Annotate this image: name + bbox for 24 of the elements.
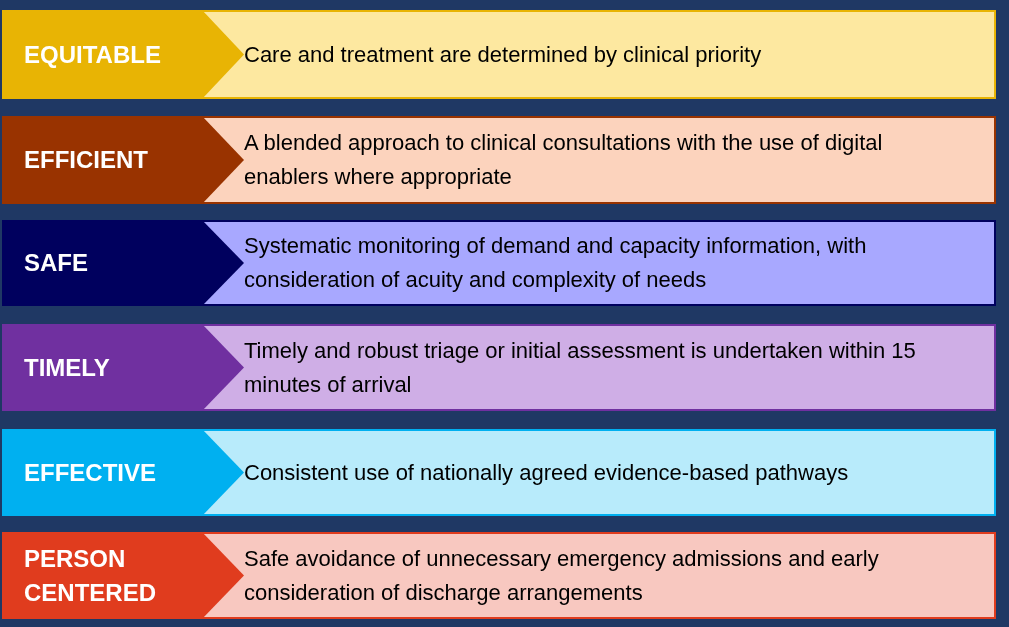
description-text: Safe avoidance of unnecessary emergency admissions and early consideration of discharge arrangements xyxy=(244,544,880,607)
description-box xyxy=(200,116,996,204)
category-banner xyxy=(2,429,244,516)
category-banner xyxy=(2,324,244,411)
category-label: EQUITABLE xyxy=(24,39,162,70)
category-label: EFFICIENT xyxy=(24,145,149,175)
description-text: Systematic monitoring of demand and capacity information, with consideration of acuity and complexity of needs xyxy=(244,232,868,294)
category-label: EFFECTIVE xyxy=(24,457,157,488)
category-label: SAFE xyxy=(24,248,89,278)
description-box xyxy=(200,429,996,516)
category-label: TIMELY xyxy=(24,352,111,383)
description-box xyxy=(200,10,996,99)
category-banner xyxy=(2,116,244,204)
category-banner xyxy=(2,10,244,99)
category-banner xyxy=(2,532,244,619)
description-text: A blended approach to clinical consultations with the use of digital enablers where appropriate xyxy=(244,129,884,191)
description-text: Timely and robust triage or initial assessment is undertaken within 15 minutes of arrival xyxy=(244,336,917,399)
category-banner xyxy=(2,220,244,306)
description-box xyxy=(200,220,996,306)
description-box xyxy=(200,532,996,619)
category-label: PERSON CENTERED xyxy=(24,543,157,608)
description-box xyxy=(200,324,996,411)
description-text: Consistent use of nationally agreed evidence-based pathways xyxy=(244,458,849,487)
description-text: Care and treatment are determined by clinical priority xyxy=(244,40,762,69)
